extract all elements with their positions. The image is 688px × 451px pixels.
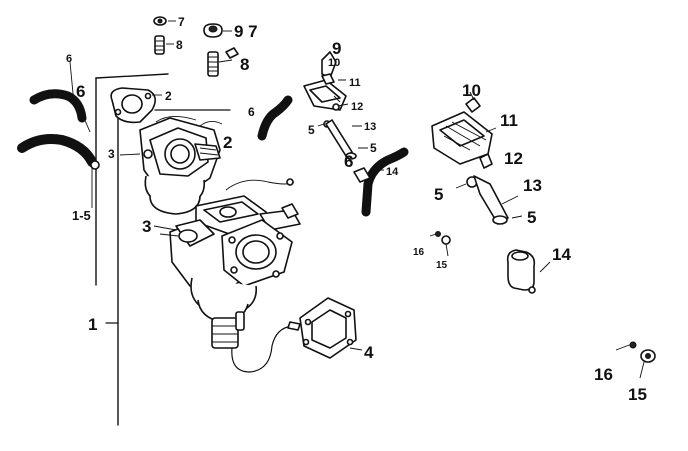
callout-1: 1 — [88, 315, 97, 334]
callout-9-7: 9 7 — [234, 22, 258, 41]
callout-6-mid: 6 — [248, 105, 255, 119]
callout-3a: 3 — [108, 147, 115, 161]
fuel-hose-lower-left — [17, 117, 100, 208]
callout-8a: 8 — [176, 38, 183, 52]
fuel-pump-large — [431, 91, 497, 165]
hardware-stud-8b — [207, 47, 239, 77]
carburetor-lower-assembly — [153, 178, 301, 373]
callout-10b: 10 — [462, 81, 481, 100]
fuel-hose-upper-left — [29, 61, 87, 123]
callout-5d: 5 — [527, 208, 536, 227]
callout-9: 9 — [332, 39, 341, 58]
callout-1-5: 1-5 — [72, 208, 91, 223]
callout-13b: 13 — [523, 176, 542, 195]
callout-6-b: 6 — [344, 152, 353, 171]
callout-5a: 5 — [308, 123, 315, 137]
fuel-hose-middle — [257, 95, 293, 141]
fuel-hose-elbow-14a — [353, 147, 409, 217]
callout-5c: 5 — [434, 185, 443, 204]
clamp-screw-center — [429, 231, 451, 257]
hardware-stud-8a — [154, 35, 174, 55]
callout-labels: 7 8 9 7 8 6 6 2 3 2 6 9 10 11 12 5 13 5 … — [66, 15, 647, 404]
hardware-washer-9 — [203, 23, 232, 38]
fuel-filter-14 — [506, 249, 551, 294]
callout-6-left: 6 — [76, 82, 85, 101]
callout-14b: 14 — [552, 245, 571, 264]
callout-2b: 2 — [223, 133, 232, 152]
hardware-nut-7 — [153, 16, 176, 26]
callout-11b: 11 — [500, 111, 518, 130]
callout-8b: 8 — [240, 55, 249, 74]
mounting-gasket-4 — [299, 297, 363, 359]
callout-11a: 11 — [349, 77, 361, 89]
callout-3b: 3 — [142, 217, 151, 236]
clamp-screw-right — [615, 341, 656, 379]
callout-16a: 16 — [413, 247, 425, 258]
callout-12a: 12 — [351, 101, 363, 113]
callout-2a: 2 — [165, 89, 172, 103]
callout-13a: 13 — [364, 121, 376, 133]
callout-4: 4 — [364, 343, 374, 362]
callout-12b: 12 — [504, 149, 523, 168]
fuel-pump-small — [303, 51, 349, 111]
callout-15a: 15 — [436, 260, 448, 271]
pump-small-fittings — [317, 103, 368, 160]
bracket-lines — [95, 73, 231, 426]
callout-5b: 5 — [370, 141, 377, 155]
callout-10a: 10 — [328, 57, 340, 69]
callout-16b: 16 — [594, 365, 613, 384]
callout-6-top: 6 — [66, 53, 72, 65]
gasket-upper — [110, 87, 162, 124]
bracket-top-line — [95, 73, 169, 79]
pump-large-fittings — [455, 153, 523, 225]
callout-7a: 7 — [178, 15, 185, 29]
callout-14a: 14 — [386, 166, 399, 178]
carburetor-upper-body — [119, 116, 223, 215]
callout-15b: 15 — [628, 385, 647, 404]
